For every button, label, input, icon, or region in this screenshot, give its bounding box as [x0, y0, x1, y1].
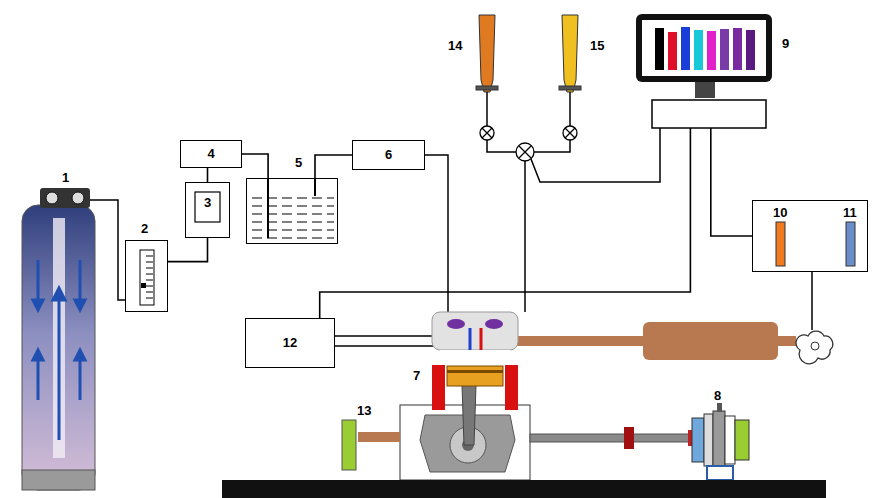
test-bed	[222, 480, 826, 498]
callout-number: 8	[714, 388, 721, 404]
callout-number: 11	[843, 205, 857, 221]
callout-number: 2	[141, 221, 148, 237]
flow-cell	[195, 192, 220, 222]
computer-monitor	[636, 14, 772, 128]
pipe-connector	[168, 238, 208, 262]
fuel-burette	[476, 15, 581, 92]
pipe-connector	[320, 128, 691, 318]
computer: 9	[636, 14, 772, 128]
engine	[400, 312, 530, 480]
pipe-connector	[315, 155, 352, 178]
callout-number: 15	[590, 38, 604, 54]
rotameter	[140, 250, 154, 305]
process-box: 12	[245, 318, 335, 368]
gas-cylinder	[22, 188, 125, 490]
callout-number: 12	[283, 335, 297, 351]
pipe-connector	[711, 128, 752, 236]
callout-number: 14	[448, 38, 462, 54]
analyser-tube	[846, 222, 855, 266]
analyser-tube	[776, 222, 785, 266]
callout-number: 13	[357, 403, 371, 419]
callout-number: 3	[204, 195, 211, 211]
callout-number: 6	[385, 147, 392, 163]
pipe-connector	[207, 168, 209, 182]
process-box: 6	[352, 140, 425, 170]
valve-symbol	[480, 126, 577, 161]
intake-pipe	[335, 336, 434, 346]
callout-number: 7	[413, 368, 420, 384]
fuel-lines	[425, 92, 812, 330]
process-box: 4	[180, 140, 242, 168]
drive-train	[342, 403, 749, 480]
callout-number: 5	[295, 155, 302, 171]
callout-number: 1	[62, 170, 69, 186]
water-bath	[252, 178, 334, 238]
water-tank: 5	[246, 178, 338, 244]
gas-analyser: 10 11	[752, 200, 868, 272]
pipe-connector	[242, 154, 268, 178]
callout-number: 4	[207, 146, 214, 162]
flow-meter-box: 3	[185, 182, 230, 238]
callout-number: 10	[773, 205, 787, 221]
rotameter-box: 2	[125, 240, 168, 312]
callout-number: 9	[782, 36, 789, 52]
exhaust-system	[516, 322, 833, 364]
